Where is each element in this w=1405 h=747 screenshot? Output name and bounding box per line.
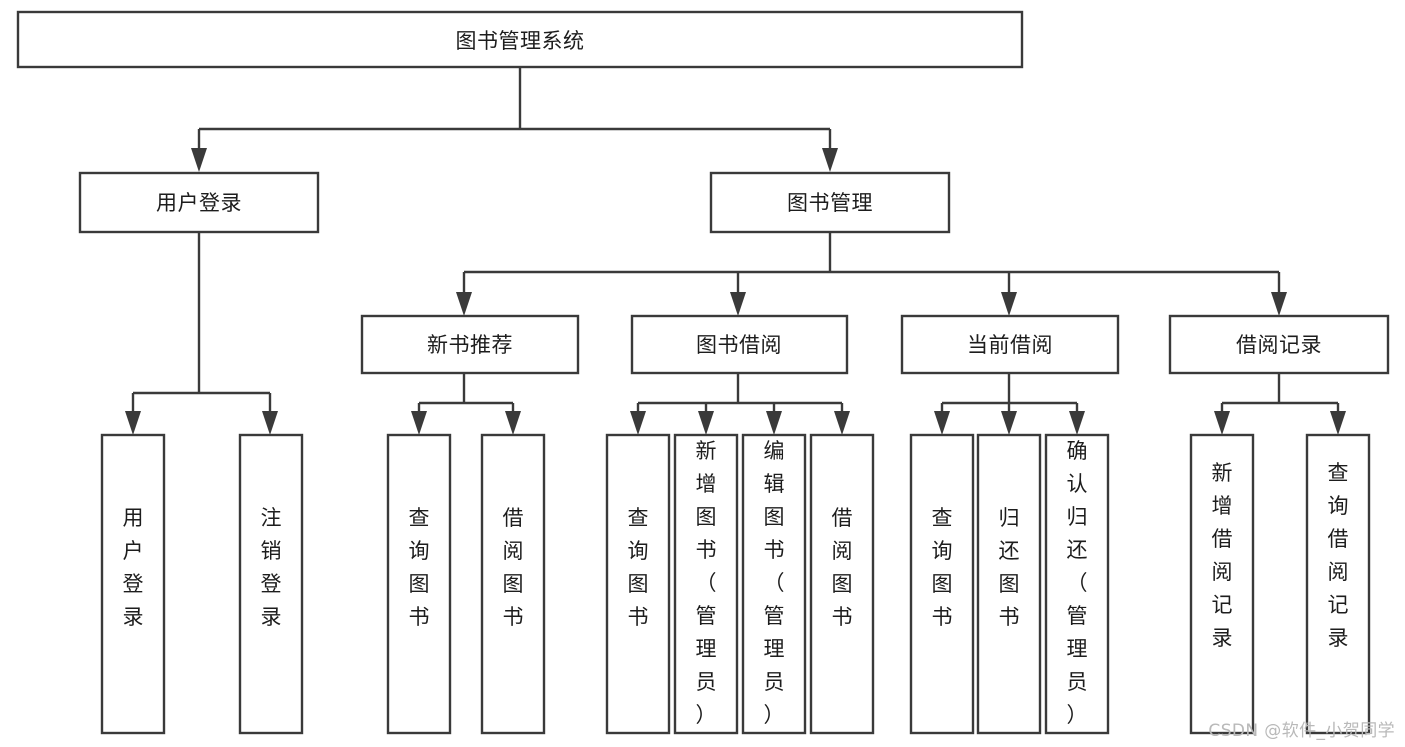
leaf-label-cb-0: 查询图书 (932, 506, 953, 629)
leaf-box-cb-2 (1044, 433, 1110, 735)
node-current-borrow-box (900, 314, 1120, 375)
leaf-node-bookborrow-edit-book[interactable]: 编辑图书（管理员） (741, 433, 807, 735)
leaf-label-br-0: 新增借阅记录 (1212, 461, 1233, 650)
arrow-head-leaf-br-0 (1214, 411, 1230, 435)
arrow-head-leaf-cb-2 (1069, 411, 1085, 435)
leaf-node-bookborrow-add-book[interactable]: 新增图书（管理员） (673, 433, 739, 735)
arrow-head-leaf-ul-1 (262, 411, 278, 435)
leaf-label-ul-1: 注销登录 (261, 506, 282, 629)
connector-bookborrow-to-leaves (630, 373, 850, 435)
node-book-borrow[interactable]: 图书借阅 (630, 314, 849, 375)
arrow-head-leaf-cb-0 (934, 411, 950, 435)
node-borrow-record-label: 借阅记录 (1236, 333, 1322, 357)
arrow-head-leaf-nb-1 (505, 411, 521, 435)
csdn-watermark: CSDN @软件_小贺同学 (1208, 721, 1395, 741)
leaf-node-borrowrecord-add-record[interactable]: 新增借阅记录 (1189, 433, 1255, 735)
node-root-book-management-system[interactable]: 图书管理系统 (16, 10, 1024, 69)
connector-newbook-to-leaves (411, 373, 521, 435)
node-user-login[interactable]: 用户登录 (78, 171, 320, 234)
node-user-login-label: 用户登录 (156, 191, 242, 215)
leaf-box-ul-0 (100, 433, 166, 735)
leaf-label-bb-1: 新增图书（管理员） (696, 439, 717, 727)
leaf-node-user-logout[interactable]: 注销登录 (238, 433, 304, 735)
arrow-head-leaf-bb-1 (698, 411, 714, 435)
connector-root-to-level2 (191, 67, 838, 172)
node-book-management[interactable]: 图书管理 (709, 171, 951, 234)
node-borrow-record[interactable]: 借阅记录 (1168, 314, 1390, 375)
node-root-box (16, 10, 1024, 69)
node-new-book-recommend[interactable]: 新书推荐 (360, 314, 580, 375)
leaf-label-br-1: 查询借阅记录 (1328, 461, 1349, 650)
leaf-label-cb-2: 确认归还（管理员） (1067, 439, 1088, 727)
node-current-borrow[interactable]: 当前借阅 (900, 314, 1120, 375)
leaf-box-br-1 (1305, 433, 1371, 735)
leaf-box-nb-1 (480, 433, 546, 735)
arrow-head-book-manage (822, 148, 838, 172)
leaf-node-borrowrecord-query-record[interactable]: 查询借阅记录 (1305, 433, 1371, 735)
arrow-head-leaf-bb-0 (630, 411, 646, 435)
connector-userlogin-to-leaves (125, 232, 278, 435)
leaf-box-bb-2 (741, 433, 807, 735)
arrow-head-borrow-record (1271, 292, 1287, 316)
connector-bookmanage-to-level3 (456, 232, 1287, 316)
connector-borrowrecord-to-leaves (1214, 373, 1346, 435)
arrow-head-leaf-bb-2 (766, 411, 782, 435)
leaf-node-user-login-login[interactable]: 用户登录 (100, 433, 166, 735)
leaf-label-ul-0: 用户登录 (123, 506, 144, 629)
leaf-label-cb-1: 归还图书 (999, 506, 1020, 629)
leaf-box-nb-0 (386, 433, 452, 735)
leaf-node-currentborrow-query-book[interactable]: 查询图书 (909, 433, 975, 735)
node-book-management-box (709, 171, 951, 234)
arrow-head-leaf-cb-1 (1001, 411, 1017, 435)
leaf-node-bookborrow-borrow-book[interactable]: 借阅图书 (809, 433, 875, 735)
node-borrow-record-box (1168, 314, 1390, 375)
leaf-node-bookborrow-query-book[interactable]: 查询图书 (605, 433, 671, 735)
node-book-borrow-box (630, 314, 849, 375)
leaf-label-nb-1: 借阅图书 (503, 506, 524, 629)
leaf-label-bb-2: 编辑图书（管理员） (764, 439, 785, 727)
leaf-box-bb-1 (673, 433, 739, 735)
node-new-book-recommend-box (360, 314, 580, 375)
leaf-label-nb-0: 查询图书 (409, 506, 430, 629)
node-book-borrow-label: 图书借阅 (696, 333, 782, 357)
connector-currentborrow-to-leaves (934, 373, 1085, 435)
leaf-box-cb-0 (909, 433, 975, 735)
node-user-login-box (78, 171, 320, 234)
node-current-borrow-label: 当前借阅 (967, 333, 1053, 357)
leaf-label-bb-3: 借阅图书 (832, 506, 853, 629)
leaf-node-newbook-borrow-book[interactable]: 借阅图书 (480, 433, 546, 735)
node-root-label: 图书管理系统 (456, 29, 585, 53)
arrow-head-leaf-br-1 (1330, 411, 1346, 435)
arrow-head-leaf-ul-0 (125, 411, 141, 435)
node-book-management-label: 图书管理 (787, 191, 873, 215)
leaf-node-currentborrow-return-book[interactable]: 归还图书 (976, 433, 1042, 735)
leaf-node-newbook-query-book[interactable]: 查询图书 (386, 433, 452, 735)
leaf-box-br-0 (1189, 433, 1255, 735)
arrow-head-leaf-nb-0 (411, 411, 427, 435)
leaf-box-bb-3 (809, 433, 875, 735)
leaf-box-cb-1 (976, 433, 1042, 735)
arrow-head-leaf-bb-3 (834, 411, 850, 435)
leaf-box-ul-1 (238, 433, 304, 735)
arrow-head-user-login (191, 148, 207, 172)
leaf-node-currentborrow-confirm-return[interactable]: 确认归还（管理员） (1044, 433, 1110, 735)
leaf-label-bb-0: 查询图书 (628, 506, 649, 629)
arrow-head-current-borrow (1001, 292, 1017, 316)
leaf-box-bb-0 (605, 433, 671, 735)
arrow-head-book-borrow (730, 292, 746, 316)
node-new-book-recommend-label: 新书推荐 (427, 333, 513, 357)
arrow-head-new-book (456, 292, 472, 316)
